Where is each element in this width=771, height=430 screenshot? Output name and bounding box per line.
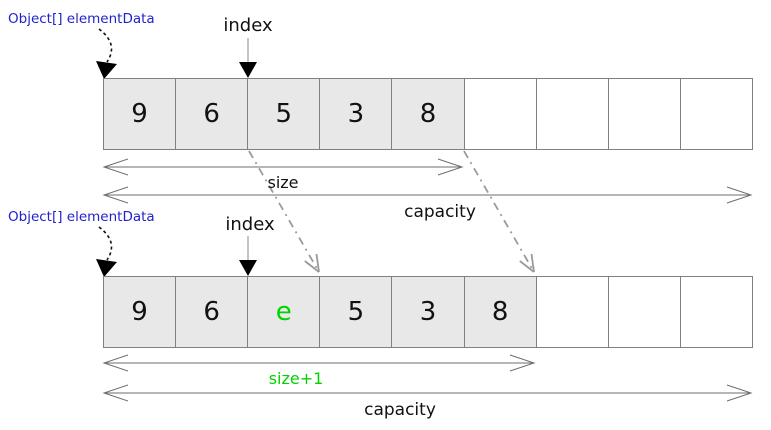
elementdata-pointer-arrowhead-bottom bbox=[96, 259, 117, 277]
array-cell bbox=[681, 79, 752, 149]
array-cell: 9 bbox=[104, 277, 177, 347]
shift-arrowhead-index bbox=[304, 253, 320, 273]
capacity-arrow-bottom-right-chevron bbox=[726, 384, 753, 402]
size-arrow-top-right-chevron bbox=[437, 158, 464, 176]
array-cell: e bbox=[248, 277, 321, 347]
array-cell bbox=[609, 79, 681, 149]
capacity-label-bottom: capacity bbox=[364, 400, 436, 420]
size-arrow-top-left-chevron bbox=[102, 158, 129, 176]
array-cell: 5 bbox=[248, 79, 321, 149]
array-cell: 5 bbox=[320, 277, 393, 347]
array-cell: 6 bbox=[176, 277, 249, 347]
elementdata-pointer-arrow-bottom bbox=[98, 226, 113, 261]
array-cell: 8 bbox=[464, 277, 537, 347]
shift-arrowhead-end bbox=[519, 253, 535, 273]
array-cell: 8 bbox=[392, 79, 465, 149]
index-arrowhead-top bbox=[239, 62, 257, 78]
elementdata-label-bottom: Object[] elementData bbox=[8, 209, 155, 225]
array-cell: 9 bbox=[104, 79, 177, 149]
array-cell bbox=[537, 277, 609, 347]
size-arrow-bottom-left-chevron bbox=[102, 354, 129, 372]
capacity-label-top: capacity bbox=[404, 202, 476, 222]
array-cell bbox=[681, 277, 752, 347]
index-arrowhead-bottom bbox=[239, 260, 257, 276]
index-label-top: index bbox=[223, 15, 273, 36]
array-cell: 6 bbox=[176, 79, 249, 149]
capacity-arrow-top-left-chevron bbox=[102, 186, 129, 204]
array-cell: 3 bbox=[320, 79, 393, 149]
size-label-top: size bbox=[267, 173, 299, 192]
array-cell: 3 bbox=[392, 277, 465, 347]
array-cell bbox=[465, 79, 537, 149]
elementdata-label-top: Object[] elementData bbox=[8, 11, 155, 27]
array-cell bbox=[537, 79, 609, 149]
array-cell bbox=[609, 277, 681, 347]
shift-arrow-index bbox=[248, 150, 320, 273]
capacity-arrow-top-right-chevron bbox=[726, 186, 753, 204]
capacity-arrow-bottom-left-chevron bbox=[102, 384, 129, 402]
size-arrow-bottom-right-chevron bbox=[509, 354, 536, 372]
elementdata-pointer-arrow-top bbox=[98, 28, 113, 63]
index-label-bottom: index bbox=[225, 214, 275, 235]
elementdata-pointer-arrowhead-top bbox=[96, 61, 117, 79]
size-plus-one-label: size+1 bbox=[268, 369, 324, 388]
